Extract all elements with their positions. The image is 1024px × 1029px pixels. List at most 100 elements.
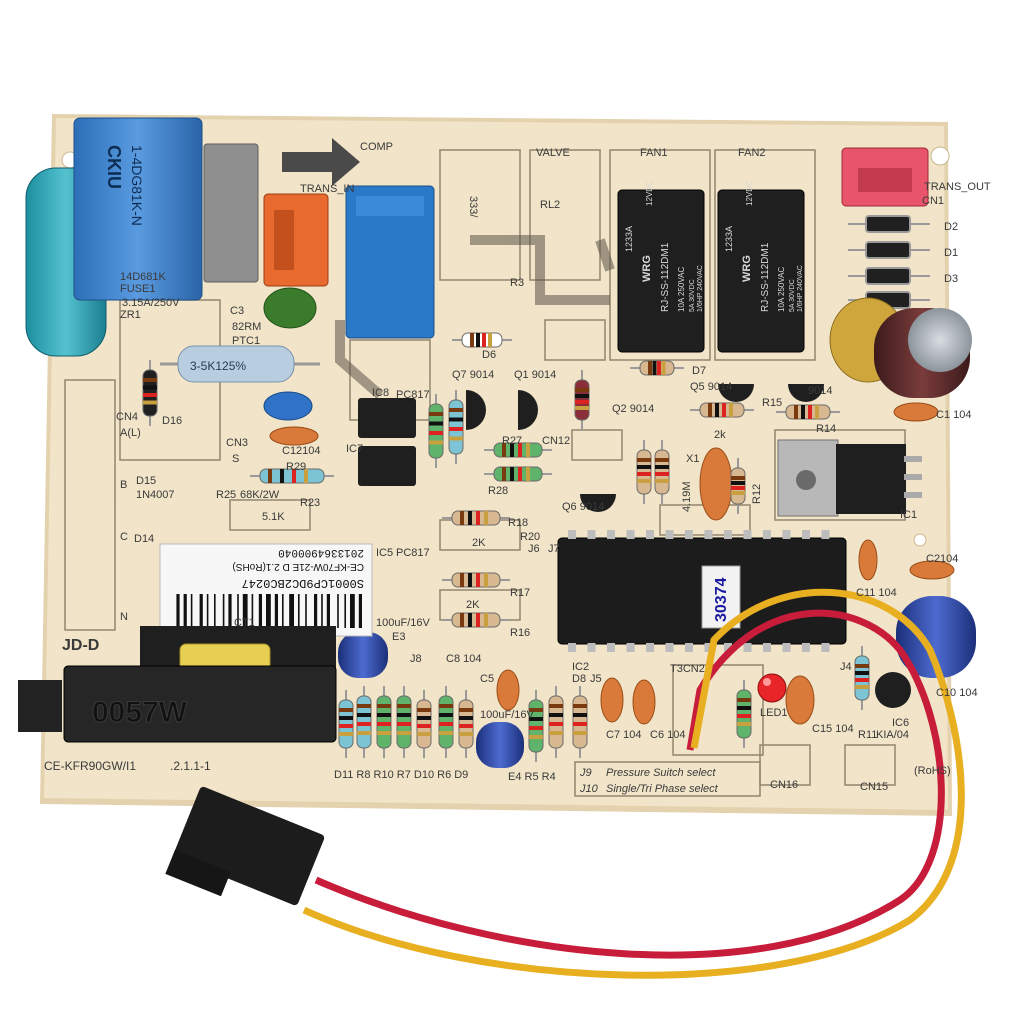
relay-code-text: 1233A xyxy=(624,226,634,252)
green-ceramic-capacitor xyxy=(263,287,317,329)
barcode-bar xyxy=(214,594,216,628)
diode-column xyxy=(848,215,930,309)
label-valve: VALVE xyxy=(536,147,570,159)
label-ptc: 82RM xyxy=(232,321,261,333)
resistor xyxy=(428,394,444,468)
label-d7: D7 xyxy=(692,365,706,377)
label-fuse: FUSE1 xyxy=(120,283,155,295)
label-ic6: IC6 xyxy=(892,717,909,729)
label-ic5: IC5 xyxy=(376,547,393,559)
label-fan2: FAN2 xyxy=(738,147,766,159)
label-100uf-a: 100uF/16V xyxy=(376,617,430,629)
crystal-oscillator xyxy=(699,447,733,521)
label-c10: C10 104 xyxy=(936,687,978,699)
label-r23-value: 5.1K xyxy=(262,511,285,523)
label-cn15: CN15 xyxy=(860,781,888,793)
label-r11: R11 xyxy=(858,729,877,741)
label-trans-in: TRANS_IN xyxy=(300,183,354,195)
fan-relay-2: WRG RJ-SS-112DM1 10A 250VAC 1233A 12VDC … xyxy=(717,180,805,353)
label-t3cn: T3CN2 xyxy=(670,663,705,675)
label-d1: D1 xyxy=(944,247,958,259)
sticker-line-2: CE-KF70W-21E D 2.1(RoHS) xyxy=(232,561,364,572)
label-ct1: CT1 xyxy=(234,617,255,629)
optocoupler-2 xyxy=(358,446,416,486)
label-rohs: (RoHS) xyxy=(914,765,951,777)
label-e4-row: E4 R5 R4 xyxy=(508,771,556,783)
label-r17: R17 xyxy=(510,587,530,599)
wire-yellow xyxy=(302,588,965,979)
label-q6: Q6 9014 xyxy=(562,501,604,513)
label-cn1: CN1 xyxy=(922,195,944,207)
label-r27: R27 xyxy=(502,435,522,447)
label-ptc1: PTC1 xyxy=(232,335,260,347)
barcode-bar xyxy=(289,594,294,628)
label-thermistor: 14D681K xyxy=(120,271,167,283)
ceramic-capacitors xyxy=(269,402,955,725)
label-brand-mark: JD-D xyxy=(62,637,99,654)
label-333: 333/ xyxy=(467,196,479,218)
transistors xyxy=(466,384,911,708)
label-2k-a: 2K xyxy=(472,537,486,549)
relay-coil-text: 12VDC xyxy=(745,180,754,206)
resistor xyxy=(484,442,552,458)
label-c7: C7 104 xyxy=(606,729,641,741)
mcu-pin xyxy=(821,643,830,652)
resistor xyxy=(438,686,454,758)
label-c8: C8 104 xyxy=(446,653,481,665)
sticker-line-3: 2013364900040 xyxy=(278,546,364,558)
mcu-pin xyxy=(587,530,596,539)
label-zr1: ZR1 xyxy=(120,309,141,321)
label-led1: LED1 xyxy=(760,707,788,719)
mcu-pin xyxy=(665,643,674,652)
mcu-pin xyxy=(782,530,791,539)
relay-rating-text: 10A 250VAC xyxy=(677,267,686,312)
wire-harness-plug xyxy=(165,786,325,906)
label-d16: D16 xyxy=(162,415,182,427)
label-d15: D15 xyxy=(136,475,156,487)
film-capacitor-blue: CKIU 1-4DG81K-N xyxy=(73,117,203,301)
barcode-bar xyxy=(298,594,300,628)
label-c3: C3 xyxy=(230,305,244,317)
label-model-code-tail: .2.1.1-1 xyxy=(170,759,211,773)
microcontroller-chip: 30374 xyxy=(557,530,847,652)
label-rl2: RL2 xyxy=(540,199,560,211)
label-x1: X1 xyxy=(686,453,699,465)
label-cn4: CN4 xyxy=(116,411,138,423)
mcu-pin xyxy=(665,530,674,539)
resistor xyxy=(528,690,544,762)
resistor xyxy=(442,510,510,526)
transformer: 0057W xyxy=(18,626,337,743)
label-r28: R28 xyxy=(488,485,508,497)
label-d8: D8 xyxy=(572,673,586,685)
label-2k-b: 2K xyxy=(466,599,480,611)
led-indicator xyxy=(757,673,787,703)
resistor xyxy=(376,686,392,758)
resistor xyxy=(654,440,670,504)
label-bottom-row: D11 R8 R10 R7 D10 R6 D9 xyxy=(334,769,468,781)
barcode-bar xyxy=(228,594,232,628)
label-a: A(L) xyxy=(120,427,141,439)
mcu-pin xyxy=(704,530,713,539)
label-b: B xyxy=(120,479,127,491)
barcode-sticker: S0001CP9DC2BC0247 CE-KF70W-21E D 2.1(RoH… xyxy=(159,543,373,637)
small-electrolytic-capacitors xyxy=(338,596,976,768)
label-n: N xyxy=(120,611,128,623)
barcode-bar xyxy=(266,594,271,628)
resistor xyxy=(630,360,684,376)
label-j10: J10 xyxy=(579,783,599,795)
label-d14: D14 xyxy=(134,533,154,545)
label-r3: R3 xyxy=(510,277,524,289)
label-c11: C11 104 xyxy=(856,587,897,599)
label-q1: Q1 9014 xyxy=(514,369,556,381)
label-pc817-b: PC817 xyxy=(396,547,430,559)
label-j10-text: Single/Tri Phase select xyxy=(606,783,719,795)
relay-code-text: 1233A xyxy=(724,226,734,252)
mcu-pin xyxy=(763,643,771,652)
resistor xyxy=(548,686,564,758)
relay-brand-text: WRG xyxy=(641,255,653,282)
mcu-pin xyxy=(782,643,791,652)
label-d15-part: 1N4007 xyxy=(136,489,175,501)
label-e3: E3 xyxy=(392,631,405,643)
